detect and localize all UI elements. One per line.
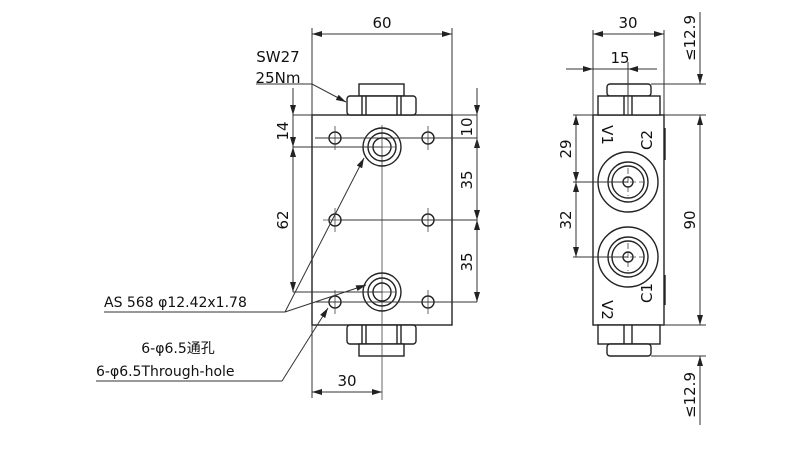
valve-body-side [592, 114, 665, 326]
holes-label-cn: 6-φ6.5通孔 [141, 341, 214, 357]
oring-label: AS 568 φ12.42x1.78 [104, 295, 247, 311]
side-dim-width-30: 30 [618, 14, 637, 32]
side-top-nut [597, 83, 661, 116]
side-bottom-nut [597, 324, 661, 357]
label-v2: V2 [598, 300, 616, 320]
dim-hole-pitch-35-a: 35 [458, 170, 476, 189]
wrench-size-label: SW27 [256, 48, 299, 66]
dim-center-30: 30 [337, 372, 356, 390]
torque-label: 25Nm [256, 69, 301, 87]
side-dim-port-spacing-32: 32 [557, 210, 575, 229]
top-nut [346, 83, 417, 116]
label-c1: C1 [638, 283, 656, 303]
holes-label-en: 6-φ6.5Through-hole [96, 364, 235, 380]
side-dim-top-nut: ≤12.9 [681, 15, 699, 61]
side-dim-half-15: 15 [610, 49, 629, 67]
dim-port-spacing-62: 62 [274, 210, 292, 229]
dim-top-hole-10: 10 [458, 117, 476, 136]
side-dim-height-90: 90 [681, 210, 699, 229]
dim-hole-pitch-35-b: 35 [458, 252, 476, 271]
side-view: V1 C2 C1 V2 30 15 29 32 ≤12.9 90 ≤12.9 [557, 12, 706, 425]
bottom-nut [346, 324, 417, 357]
dim-width-60: 60 [372, 14, 391, 32]
label-c2: C2 [638, 130, 656, 150]
dim-top-port-14: 14 [274, 121, 292, 140]
label-v1: V1 [598, 125, 616, 145]
side-dim-bottom-nut: ≤12.9 [681, 372, 699, 418]
side-dim-top-port-29: 29 [557, 139, 575, 158]
front-view: 60 14 62 10 35 35 30 SW27 25Nm AS 568 φ1… [96, 14, 480, 400]
